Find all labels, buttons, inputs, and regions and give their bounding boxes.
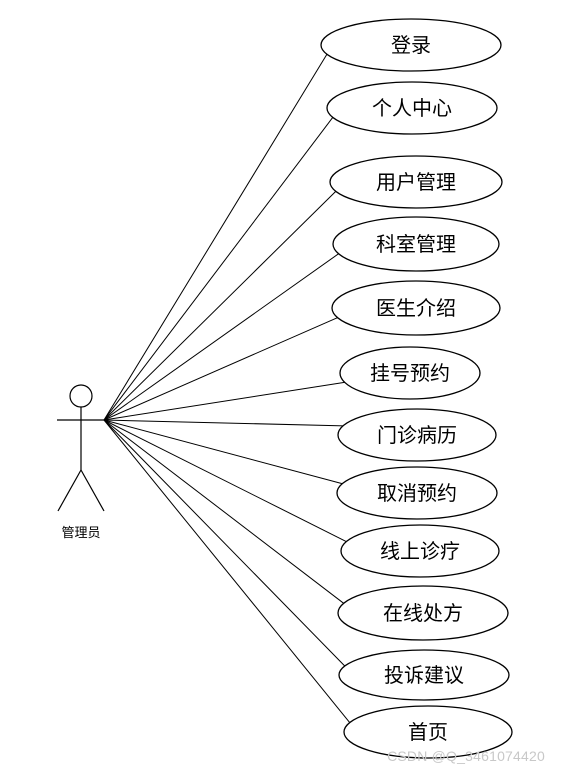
actor-right-leg xyxy=(80,469,105,512)
use-case-group: 登录个人中心用户管理科室管理医生介绍挂号预约门诊病历取消预约线上诊疗在线处方投诉… xyxy=(320,18,513,759)
use-case-6: 挂号预约 xyxy=(339,346,481,400)
association-line-2 xyxy=(103,116,334,421)
use-case-3: 用户管理 xyxy=(329,155,503,209)
use-case-label: 医生介绍 xyxy=(376,296,456,320)
actor-left-leg xyxy=(57,469,82,512)
use-case-ellipse xyxy=(343,705,513,759)
use-case-ellipse xyxy=(331,280,501,336)
association-line-9 xyxy=(103,419,348,543)
use-case-5: 医生介绍 xyxy=(331,280,501,336)
actor-admin: 管理员 xyxy=(57,384,105,541)
use-case-ellipse xyxy=(337,585,509,641)
use-case-ellipse xyxy=(338,649,510,701)
association-line-8 xyxy=(103,419,344,485)
use-case-1: 登录 xyxy=(320,18,502,72)
use-case-label: 门诊病历 xyxy=(377,423,457,447)
watermark: CSDN @Q_3461074420 xyxy=(387,748,545,764)
use-case-ellipse xyxy=(320,18,502,72)
use-case-label: 取消预约 xyxy=(377,481,457,505)
association-line-3 xyxy=(103,190,337,421)
use-case-ellipse xyxy=(336,466,498,520)
association-line-12 xyxy=(103,419,351,724)
use-case-4: 科室管理 xyxy=(332,216,500,272)
use-case-ellipse xyxy=(340,524,500,578)
use-case-label: 挂号预约 xyxy=(370,361,450,385)
association-line-6 xyxy=(103,381,347,421)
use-case-ellipse xyxy=(337,408,497,462)
actor-label: 管理员 xyxy=(61,526,100,541)
association-line-1 xyxy=(103,53,328,421)
use-case-label: 科室管理 xyxy=(376,232,456,256)
actor-head xyxy=(69,384,93,408)
use-case-label: 在线处方 xyxy=(383,601,463,625)
use-case-ellipse xyxy=(332,216,500,272)
association-lines xyxy=(103,53,351,724)
use-case-label: 个人中心 xyxy=(372,96,452,120)
use-case-label: 线上诊疗 xyxy=(380,539,460,563)
use-case-10: 在线处方 xyxy=(337,585,509,641)
use-case-ellipse xyxy=(329,155,503,209)
association-line-7 xyxy=(103,419,345,427)
use-case-12: 首页 xyxy=(343,705,513,759)
use-case-11: 投诉建议 xyxy=(338,649,510,701)
association-line-4 xyxy=(103,253,340,421)
use-case-8: 取消预约 xyxy=(336,466,498,520)
use-case-label: 登录 xyxy=(391,33,431,57)
use-case-label: 用户管理 xyxy=(376,170,456,194)
use-case-2: 个人中心 xyxy=(326,81,498,135)
use-case-label: 投诉建议 xyxy=(384,663,464,687)
use-case-ellipse xyxy=(326,81,498,135)
use-case-label: 首页 xyxy=(408,720,448,744)
association-line-5 xyxy=(103,316,339,421)
use-case-9: 线上诊疗 xyxy=(340,524,500,578)
use-case-7: 门诊病历 xyxy=(337,408,497,462)
association-line-10 xyxy=(103,419,345,604)
use-case-ellipse xyxy=(339,346,481,400)
association-line-11 xyxy=(103,419,346,667)
